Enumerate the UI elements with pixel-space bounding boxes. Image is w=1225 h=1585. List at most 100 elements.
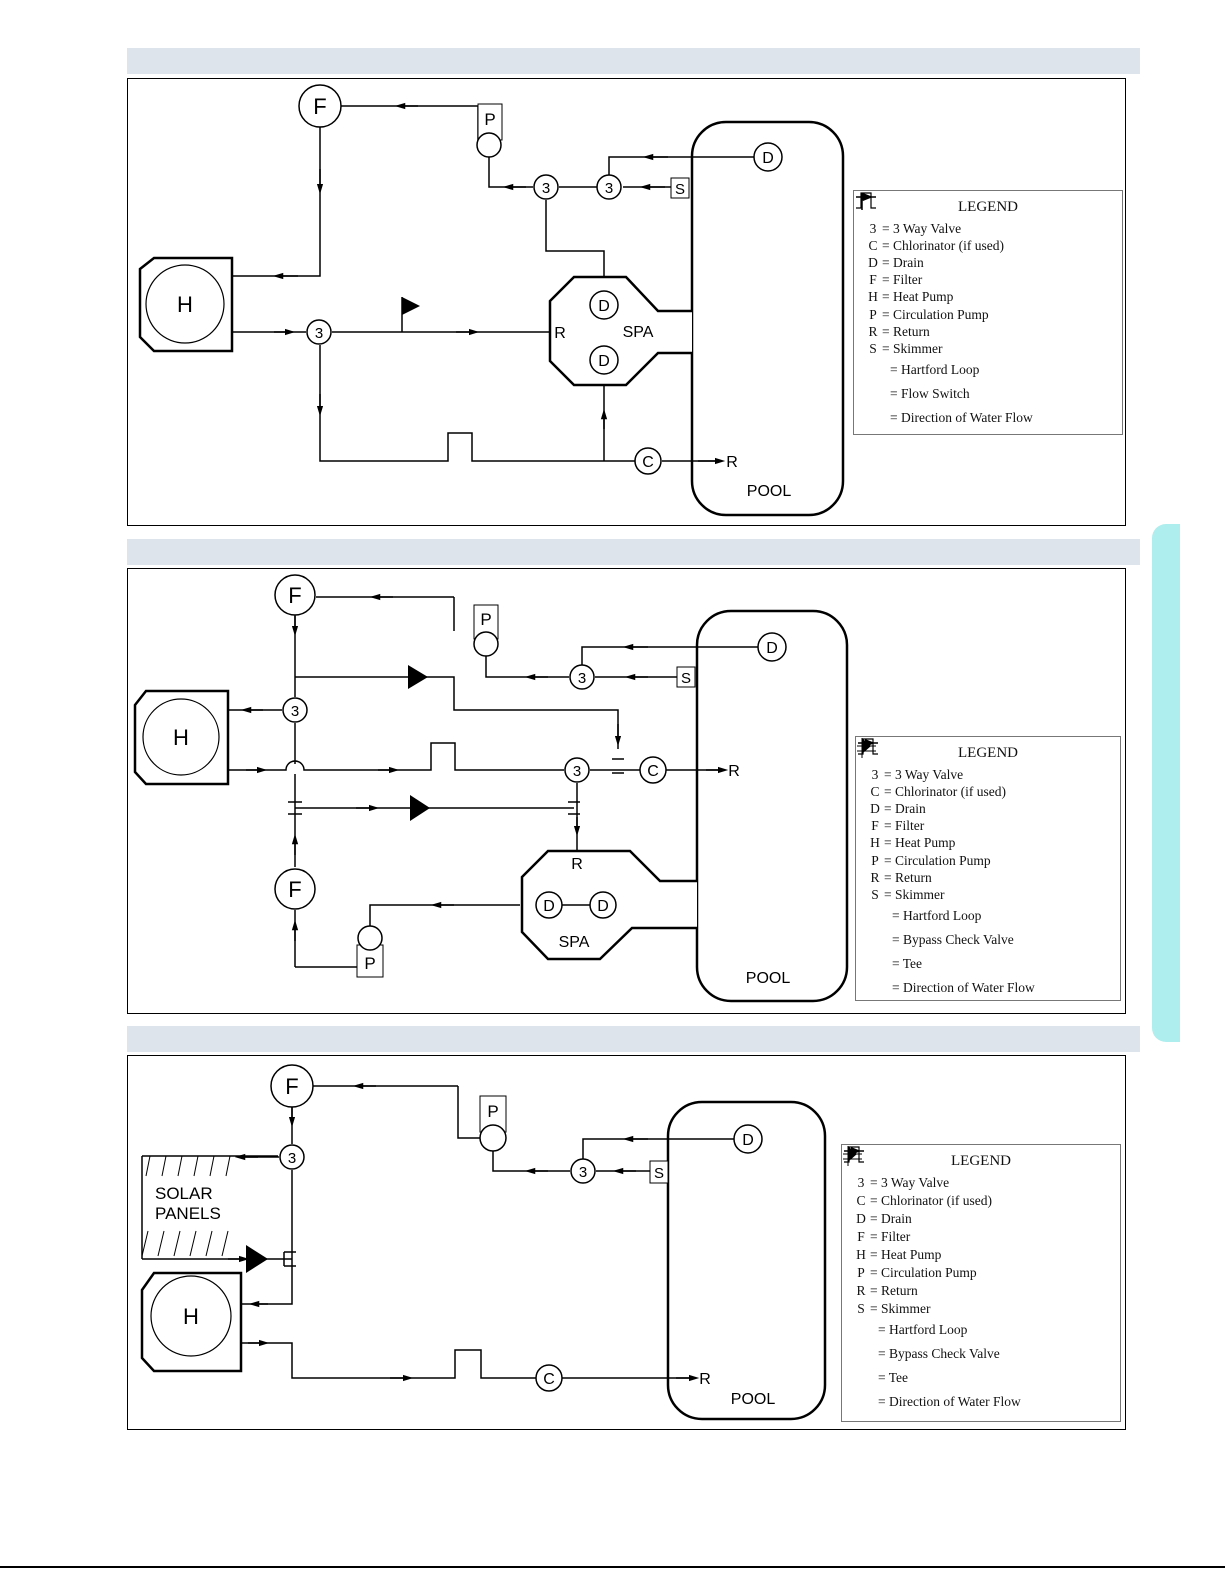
legend-item: = Circulation Pump bbox=[882, 306, 989, 322]
legend-item: = Skimmer bbox=[882, 340, 943, 356]
pool-drain-label: D bbox=[766, 640, 778, 657]
legend-item: = Skimmer bbox=[870, 1301, 931, 1316]
legend-item: = Chlorinator (if used) bbox=[884, 783, 1006, 799]
diagram-panel-3: SOLAR PANELS H F P 3 3 S D bbox=[127, 1055, 1126, 1430]
return-label: R bbox=[699, 1371, 711, 1388]
legend-item: = Tee bbox=[892, 955, 923, 971]
section-header-band-3 bbox=[127, 1026, 1140, 1052]
legend-item: = Heat Pump bbox=[882, 289, 954, 305]
legend-item: = Filter bbox=[882, 272, 923, 288]
legend-1: LEGEND 3= 3 Way Valve C= Chlorinator (if… bbox=[853, 190, 1123, 435]
pool-drain-label: D bbox=[762, 150, 774, 167]
three-way-valve: 3 bbox=[569, 664, 595, 690]
solar-label-line2: PANELS bbox=[155, 1204, 221, 1223]
svg-text:3: 3 bbox=[291, 703, 299, 720]
pool-label: POOL bbox=[747, 483, 792, 500]
spa-label: SPA bbox=[559, 934, 590, 951]
skimmer-label: S bbox=[654, 1165, 664, 1182]
legend-item: = Tee bbox=[878, 1370, 909, 1385]
bypass-check-valve-icon bbox=[408, 665, 428, 689]
legend-item: = Heat Pump bbox=[870, 1247, 942, 1262]
legend-item: = 3 Way Valve bbox=[870, 1175, 950, 1190]
legend-item: = Circulation Pump bbox=[884, 852, 991, 868]
flow-switch-icon bbox=[402, 297, 420, 315]
spa-return-label: R bbox=[571, 856, 583, 873]
filter-label: F bbox=[313, 94, 326, 119]
svg-text:3: 3 bbox=[573, 763, 581, 780]
section-header-band-2 bbox=[127, 539, 1140, 565]
spa-return-label: R bbox=[554, 325, 566, 342]
legend-item: = Direction of Water Flow bbox=[890, 409, 1033, 425]
pool-label: POOL bbox=[746, 970, 791, 987]
pool-label: POOL bbox=[731, 1391, 776, 1408]
side-tab bbox=[1152, 524, 1180, 1042]
legend-item: = Direction of Water Flow bbox=[878, 1394, 1021, 1409]
chlorinator-label: C bbox=[647, 763, 659, 780]
svg-text:3: 3 bbox=[542, 180, 550, 197]
legend-item: = Return bbox=[870, 1283, 918, 1298]
filter-label: F bbox=[288, 583, 301, 608]
legend-item: = Hartford Loop bbox=[878, 1322, 968, 1337]
legend-item: = Filter bbox=[884, 818, 925, 834]
bypass-check-valve-icon bbox=[246, 1245, 268, 1273]
skimmer-label: S bbox=[675, 181, 685, 198]
legend-3: LEGEND 3= 3 Way Valve C= Chlorinator (if… bbox=[841, 1144, 1121, 1422]
three-way-valve: 3 bbox=[306, 319, 332, 345]
legend-item: = Flow Switch bbox=[890, 385, 970, 401]
legend-item: = Bypass Check Valve bbox=[892, 931, 1014, 947]
legend-item: = Hartford Loop bbox=[892, 907, 982, 923]
legend-title: LEGEND bbox=[951, 1153, 1011, 1169]
three-way-valve: 3 bbox=[570, 1158, 596, 1184]
legend-title: LEGEND bbox=[958, 745, 1018, 761]
flow-arrow-icon bbox=[858, 739, 878, 747]
legend-item: = Hartford Loop bbox=[890, 361, 980, 377]
three-way-valve: 3 bbox=[564, 757, 590, 783]
pump-label: P bbox=[364, 954, 375, 973]
legend-item: = Heat Pump bbox=[884, 835, 956, 851]
legend-item: = Bypass Check Valve bbox=[878, 1346, 1000, 1361]
pool-return-label: R bbox=[726, 454, 738, 471]
pump-label: P bbox=[487, 1102, 498, 1121]
svg-text:3: 3 bbox=[605, 180, 613, 197]
legend-item: = Drain bbox=[884, 800, 926, 816]
legend-item: = 3 Way Valve bbox=[882, 220, 962, 236]
legend-item: = Return bbox=[882, 323, 930, 339]
spa-drain-label: D bbox=[598, 353, 610, 370]
spa-drain-label: D bbox=[543, 898, 555, 915]
hartford-loop-icon bbox=[856, 192, 876, 209]
legend-item: = Circulation Pump bbox=[870, 1265, 977, 1280]
svg-text:3: 3 bbox=[288, 1150, 296, 1167]
filter-label: F bbox=[285, 1074, 298, 1099]
spa-drain-label: D bbox=[597, 898, 609, 915]
svg-text:3: 3 bbox=[579, 1164, 587, 1181]
legend-item: = Return bbox=[884, 869, 932, 885]
legend-item: = Drain bbox=[870, 1211, 912, 1226]
three-way-valve: 3 bbox=[279, 1144, 305, 1170]
footer-rule bbox=[0, 1566, 1225, 1568]
pool-outline bbox=[666, 1100, 827, 1421]
legend-2: LEGEND 3= 3 Way Valve C= Chlorinator (if… bbox=[855, 736, 1121, 1001]
spa-outline bbox=[548, 275, 692, 387]
solar-label-line1: SOLAR bbox=[155, 1184, 213, 1203]
filter-label: F bbox=[288, 877, 301, 902]
legend-item: = 3 Way Valve bbox=[884, 766, 964, 782]
chlorinator-label: C bbox=[543, 1371, 555, 1388]
legend-item: = Direction of Water Flow bbox=[892, 979, 1035, 995]
spa-label: SPA bbox=[623, 324, 654, 341]
diagram-panel-1: H F P 3 3 3 S D D D R SPA bbox=[127, 78, 1126, 526]
section-header-band-1 bbox=[127, 48, 1140, 74]
pool-outline bbox=[695, 609, 849, 1003]
pump-label: P bbox=[480, 610, 491, 629]
legend-item: = Skimmer bbox=[884, 886, 945, 902]
diagram-1-svg: H F P 3 3 3 S D D D R SPA bbox=[138, 84, 845, 517]
legend-title: LEGEND bbox=[958, 199, 1018, 215]
three-way-valve: 3 bbox=[282, 697, 308, 723]
svg-text:3: 3 bbox=[315, 325, 323, 342]
diagram-3-svg: SOLAR PANELS H F P 3 3 S D bbox=[140, 1064, 827, 1421]
pool-outline bbox=[690, 120, 845, 517]
chlorinator-label: C bbox=[642, 454, 654, 471]
legend-item: = Chlorinator (if used) bbox=[870, 1193, 992, 1208]
three-way-valve: 3 bbox=[533, 174, 559, 200]
pump-label: P bbox=[484, 110, 495, 129]
heat-pump-label: H bbox=[183, 1304, 199, 1329]
